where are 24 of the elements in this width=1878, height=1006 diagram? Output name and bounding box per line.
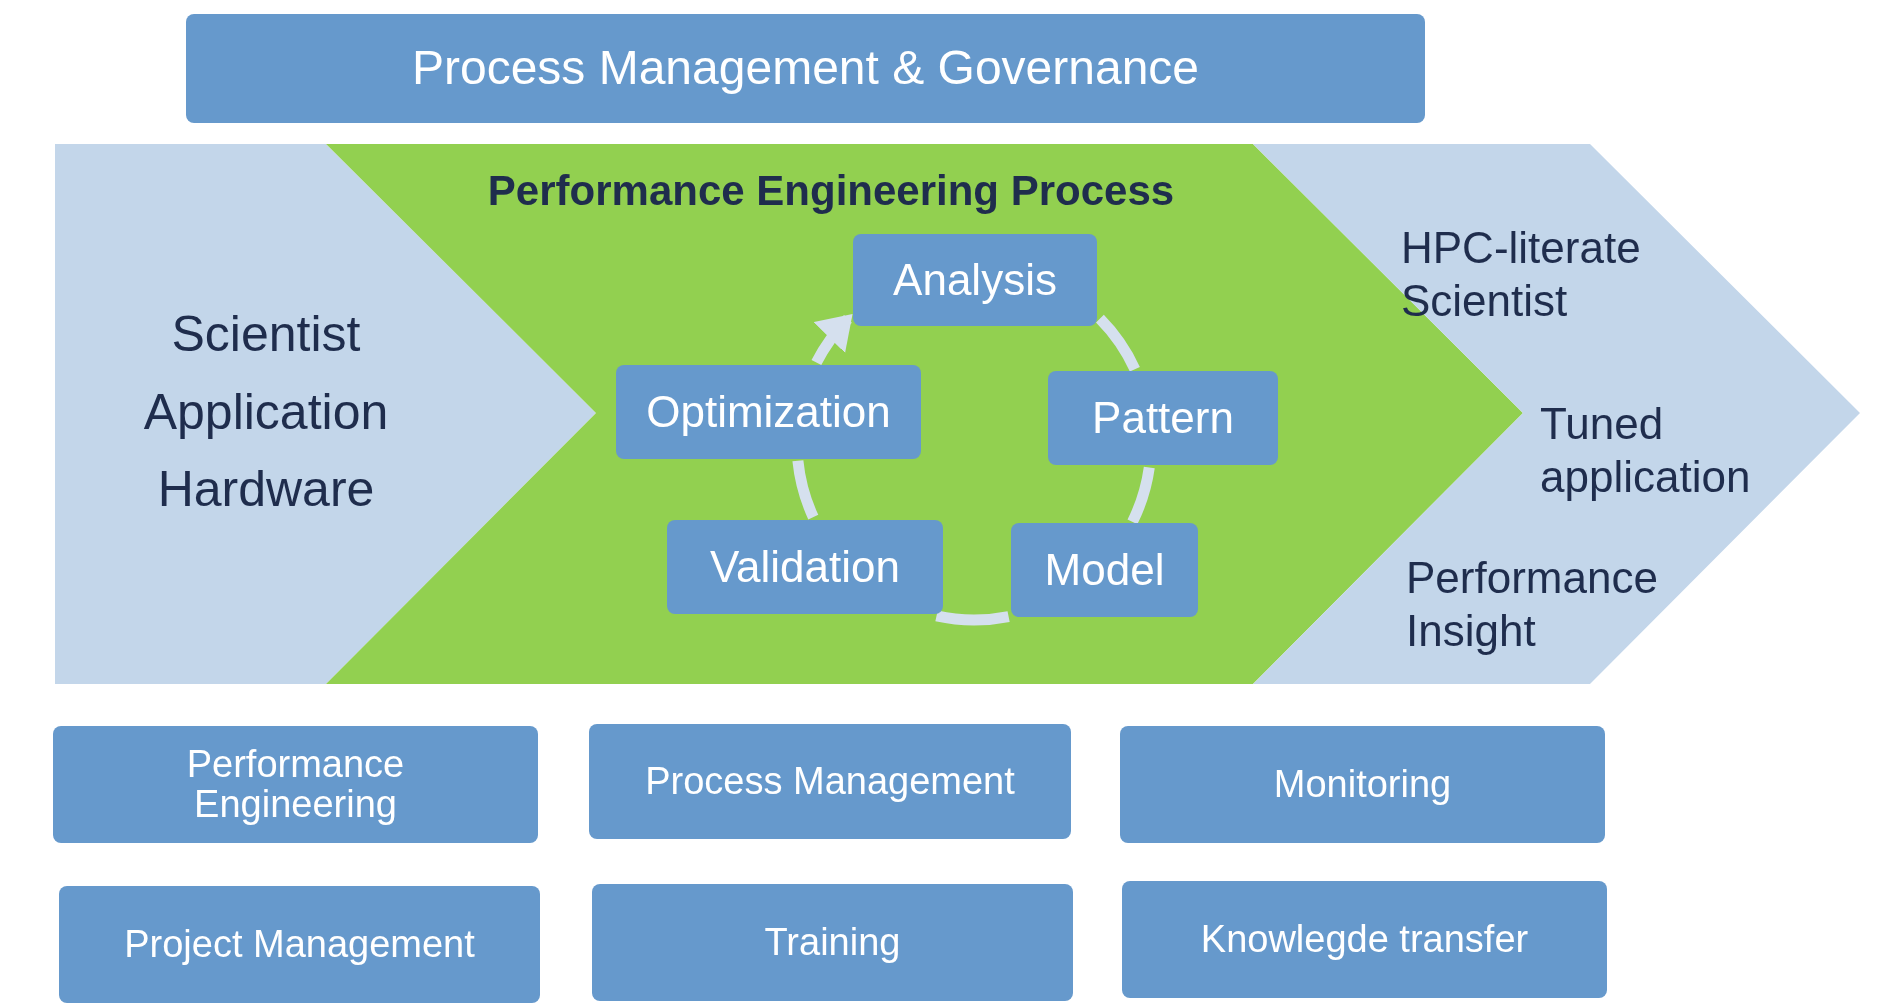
cycle-line (935, 610, 1010, 626)
band-text: Hardware (156, 460, 376, 519)
cycle-line (1095, 314, 1140, 372)
process-box: Process Management (589, 724, 1071, 839)
band-heading: Performance Engineering Process (486, 166, 1176, 216)
process-box: Optimization (616, 365, 921, 459)
band-text: Scientist (170, 305, 362, 364)
process-box: Process Management & Governance (186, 14, 1425, 123)
process-box: Validation (667, 520, 943, 614)
band-text: Application (142, 383, 390, 442)
cycle-arrow (811, 313, 853, 366)
band-text: Tuned application (1540, 398, 1752, 503)
process-box: Knowlegde transfer (1122, 881, 1607, 998)
band-text: HPC-literate Scientist (1401, 222, 1642, 327)
process-box: Training (592, 884, 1073, 1001)
process-box: Pattern (1048, 371, 1278, 465)
process-box: Model (1011, 523, 1198, 617)
cycle-line (792, 460, 819, 520)
process-box: Performance Engineering (53, 726, 538, 843)
cycle-line (1127, 466, 1155, 525)
process-box: Project Management (59, 886, 540, 1003)
band-text: Performance Insight (1406, 552, 1659, 657)
process-box: Analysis (853, 234, 1097, 326)
process-box: Monitoring (1120, 726, 1605, 843)
